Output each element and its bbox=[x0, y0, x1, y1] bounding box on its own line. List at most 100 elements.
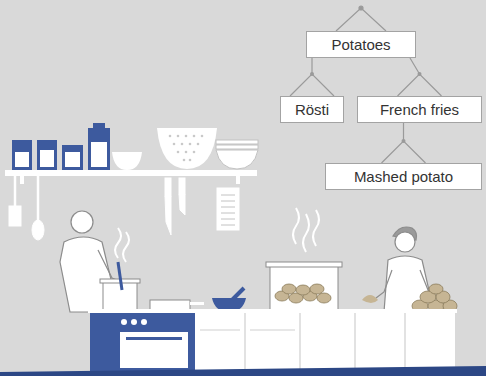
sign-hanger bbox=[336, 6, 386, 31]
potatoes-in-pot bbox=[275, 284, 331, 303]
jar bbox=[37, 140, 57, 170]
potato-pile-part bbox=[429, 284, 443, 294]
counter-side bbox=[90, 312, 113, 376]
floor bbox=[0, 366, 486, 376]
knob bbox=[141, 319, 147, 325]
knife-blade bbox=[165, 196, 171, 235]
plate-stack bbox=[216, 140, 258, 169]
plate-stack-part bbox=[216, 140, 258, 144]
spatula-head bbox=[9, 206, 21, 226]
ladle-handle bbox=[37, 176, 40, 222]
colander-holes-part bbox=[169, 135, 172, 138]
counter-top bbox=[88, 309, 457, 313]
cabinet-lines-part bbox=[299, 312, 300, 370]
grater-holes-part bbox=[221, 207, 235, 208]
colander-holes-part bbox=[181, 143, 184, 146]
jar bbox=[12, 140, 32, 170]
steam-part bbox=[313, 210, 319, 246]
pestle bbox=[232, 288, 244, 300]
ladle-bowl bbox=[32, 220, 44, 240]
hanging-utensils bbox=[9, 176, 239, 240]
oven-handle bbox=[126, 337, 182, 340]
grater-holes-part bbox=[221, 195, 235, 196]
colander bbox=[157, 128, 217, 169]
colander-holes-part bbox=[193, 151, 196, 154]
steam-part bbox=[123, 232, 129, 262]
shelf-board bbox=[5, 170, 257, 176]
knife-blade bbox=[179, 194, 185, 215]
sign-board: Rösti bbox=[280, 96, 344, 123]
grater-holes bbox=[221, 195, 235, 225]
plate-stack-part bbox=[216, 150, 258, 169]
hanger-wire bbox=[382, 123, 426, 163]
shelf-bracket bbox=[236, 176, 240, 184]
arm bbox=[376, 270, 392, 298]
steam-part bbox=[293, 208, 299, 244]
cabinet-lines-part bbox=[244, 312, 245, 370]
body bbox=[384, 256, 434, 312]
sign-text: French fries bbox=[380, 101, 459, 118]
grater bbox=[217, 188, 239, 230]
jar bbox=[62, 145, 83, 170]
shelf bbox=[5, 123, 258, 184]
colander-holes-part bbox=[189, 159, 192, 162]
cabinets bbox=[195, 312, 455, 376]
steam-part bbox=[303, 214, 309, 252]
pan-handle bbox=[190, 302, 204, 305]
bowl bbox=[112, 152, 142, 170]
shelf-bracket bbox=[20, 176, 24, 184]
knob bbox=[131, 319, 137, 325]
big-pot bbox=[270, 266, 338, 312]
colander-holes-part bbox=[183, 159, 186, 162]
cabinet-lines bbox=[200, 312, 405, 370]
grater-holes-part bbox=[221, 225, 235, 226]
colander-holes-part bbox=[177, 151, 180, 154]
head bbox=[395, 232, 415, 252]
cabinet-lines-part bbox=[354, 312, 355, 370]
oven-door bbox=[120, 332, 188, 368]
colander-holes-part bbox=[189, 143, 192, 146]
jar-content bbox=[65, 152, 80, 167]
knife-handle bbox=[165, 178, 171, 196]
steam bbox=[115, 208, 319, 262]
counter bbox=[0, 309, 486, 376]
hanger-wire bbox=[336, 8, 386, 31]
spoon bbox=[118, 262, 122, 290]
cabinet-lines-part bbox=[200, 329, 240, 330]
sign-text: Rösti bbox=[295, 101, 329, 118]
sign-text: Mashed potato bbox=[354, 168, 453, 185]
jar bbox=[88, 128, 110, 170]
grater-holes-part bbox=[221, 219, 235, 220]
hanger-nail bbox=[418, 72, 422, 76]
steam-part bbox=[115, 228, 121, 258]
knob bbox=[121, 319, 127, 325]
colander-holes-part bbox=[201, 135, 204, 138]
sign-board: Mashed potato bbox=[325, 163, 482, 190]
potatoes-in-pot-part bbox=[317, 293, 331, 303]
knife-handle bbox=[179, 178, 185, 194]
potato-peel bbox=[362, 295, 378, 303]
potatoes-in-pot-part bbox=[310, 284, 324, 294]
colander-holes-part bbox=[177, 135, 180, 138]
grater-holes-part bbox=[221, 213, 235, 214]
colander-holes-part bbox=[197, 143, 200, 146]
sign-board: Potatoes bbox=[306, 31, 416, 58]
potatoes-in-pot-part bbox=[296, 285, 310, 295]
cabinet-lines-part bbox=[250, 329, 295, 330]
colander-holes-part bbox=[173, 143, 176, 146]
cabinet-lines-part bbox=[404, 312, 405, 370]
hanger-nail bbox=[402, 139, 406, 143]
colander-holes-part bbox=[185, 151, 188, 154]
hanger-wire bbox=[398, 58, 442, 96]
hanger-nail bbox=[310, 72, 314, 76]
big-pot-rim bbox=[266, 262, 342, 267]
colander-holes-part bbox=[185, 135, 188, 138]
plate-stack-part bbox=[216, 145, 258, 149]
grater-holes-part bbox=[221, 201, 235, 202]
colander-holes bbox=[169, 135, 204, 162]
colander-holes-part bbox=[193, 135, 196, 138]
potatoes-in-pot-part bbox=[282, 284, 296, 294]
jar-lid bbox=[93, 123, 105, 128]
